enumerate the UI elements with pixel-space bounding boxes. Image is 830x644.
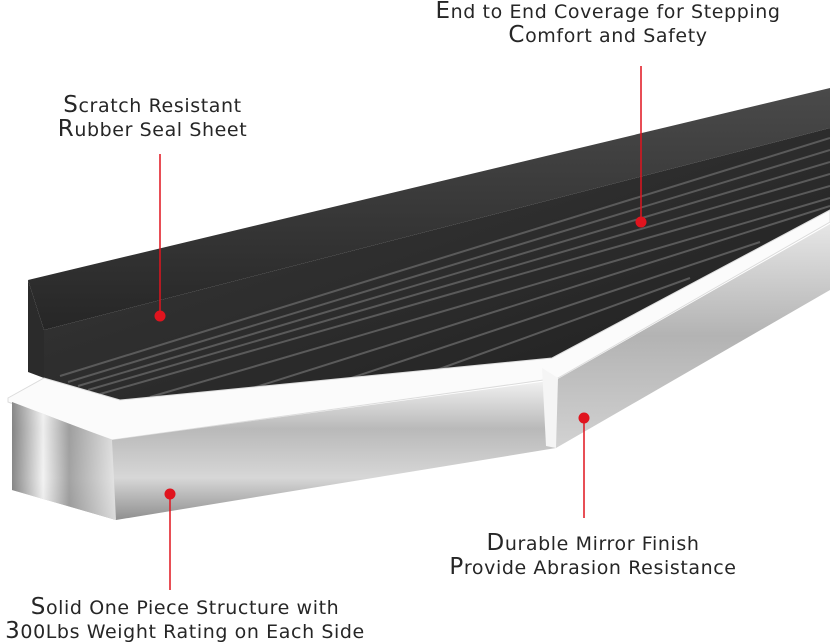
marker-end-to-end bbox=[635, 216, 647, 228]
callout-text-line: Provide Abrasion Resistance bbox=[449, 554, 737, 580]
callout-end-to-end-coverage: End to End Coverage for Stepping Comfort… bbox=[420, 0, 796, 48]
chrome-end-cap bbox=[12, 402, 116, 520]
marker-rubber-seal bbox=[154, 310, 166, 322]
callout-text-line: End to End Coverage for Stepping bbox=[435, 0, 781, 24]
callout-text-line: 300Lbs Weight Rating on Each Side bbox=[5, 618, 365, 644]
rubber-grooves bbox=[59, 137, 830, 398]
callout-leaders bbox=[159, 66, 642, 590]
callout-markers bbox=[154, 216, 647, 500]
callout-text-line: Scratch Resistant bbox=[63, 92, 242, 118]
rubber-step-pad bbox=[44, 128, 830, 400]
callout-mirror-finish: Durable Mirror Finish Provide Abrasion R… bbox=[438, 532, 748, 580]
rubber-left-flap bbox=[28, 280, 44, 378]
chrome-corner-bevel bbox=[542, 368, 558, 448]
chrome-front-face bbox=[12, 380, 556, 520]
rubber-back-wall bbox=[28, 88, 830, 330]
callout-text-line: Comfort and Safety bbox=[508, 22, 708, 48]
callout-text-line: Durable Mirror Finish bbox=[486, 530, 700, 556]
callout-text-line: Solid One Piece Structure with bbox=[30, 594, 340, 620]
marker-solid-structure bbox=[164, 488, 176, 500]
marker-mirror-finish bbox=[578, 412, 590, 424]
callout-text-line: Rubber Seal Sheet bbox=[57, 116, 248, 142]
chrome-side-face bbox=[556, 224, 830, 448]
callout-scratch-resistant: Scratch Resistant Rubber Seal Sheet bbox=[40, 94, 265, 142]
callout-solid-structure: Solid One Piece Structure with 300Lbs We… bbox=[0, 596, 370, 644]
